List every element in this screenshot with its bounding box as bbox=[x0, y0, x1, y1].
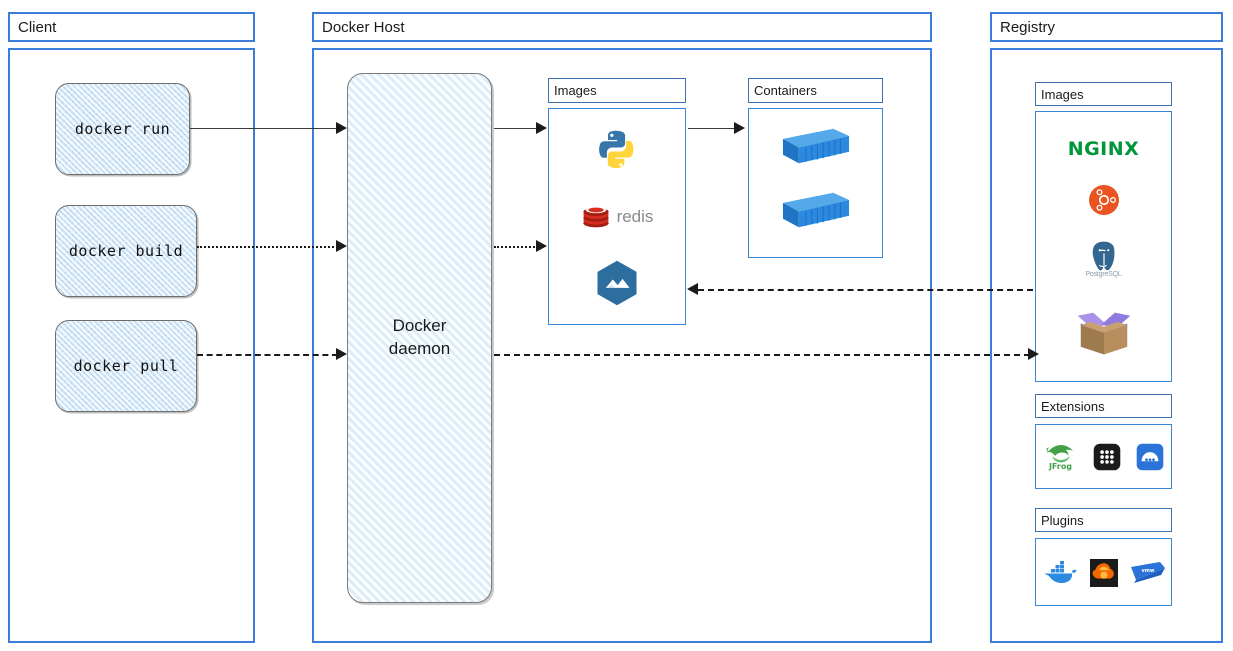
panel-header-client: Client bbox=[8, 12, 255, 42]
sub-body-registry-extensions: JFrog bbox=[1035, 424, 1172, 489]
docker-daemon-label-line1: Docker bbox=[392, 316, 447, 336]
ubuntu-icon bbox=[1036, 182, 1171, 218]
sub-header-host-images: Images bbox=[548, 78, 686, 103]
arrowhead-registry-to-images bbox=[687, 283, 698, 295]
command-label-docker-pull: docker pull bbox=[73, 357, 179, 375]
edge-pull-to-daemon bbox=[197, 354, 338, 356]
nginx-wordmark: NGINX bbox=[1067, 138, 1140, 160]
jfrog-icon: JFrog bbox=[1041, 439, 1081, 475]
sub-header-registry-plugins: Plugins bbox=[1035, 508, 1172, 532]
postgresql-wordmark: PostgreSQL bbox=[1085, 270, 1122, 278]
edge-daemon-to-images bbox=[494, 128, 538, 129]
sub-body-registry-images: NGINX PostgreSQL bbox=[1035, 111, 1172, 382]
sub-title-host-images: Images bbox=[554, 83, 597, 98]
grid-dots-icon bbox=[1090, 440, 1124, 474]
nginx-icon: NGINX bbox=[1036, 134, 1171, 164]
blue-app-icon bbox=[1133, 440, 1167, 474]
edge-run-to-daemon bbox=[190, 128, 338, 129]
sub-body-host-containers bbox=[748, 108, 883, 258]
alpine-hex-icon bbox=[549, 257, 685, 309]
panel-title-docker-host: Docker Host bbox=[322, 18, 405, 36]
sub-header-registry-extensions: Extensions bbox=[1035, 394, 1172, 418]
arrowhead-daemon-to-images bbox=[536, 122, 547, 134]
arrowhead-daemon-to-registry bbox=[1028, 348, 1039, 360]
arrowhead-pull-to-daemon bbox=[336, 348, 347, 360]
jfrog-wordmark: JFrog bbox=[1048, 462, 1073, 471]
python-icon bbox=[549, 123, 685, 177]
command-box-docker-run[interactable]: docker run bbox=[55, 83, 190, 175]
sub-body-host-images: redis bbox=[548, 108, 686, 325]
sub-title-registry-extensions: Extensions bbox=[1041, 398, 1105, 414]
command-label-docker-run: docker run bbox=[74, 120, 171, 138]
edge-daemon-to-images-dotted bbox=[494, 246, 538, 248]
docker-daemon-label-line2: daemon bbox=[388, 339, 451, 358]
command-label-docker-build: docker build bbox=[68, 242, 184, 260]
edge-registry-to-images bbox=[698, 289, 1033, 291]
shipping-container-icon bbox=[749, 185, 882, 235]
redis-icon: redis bbox=[549, 197, 685, 237]
panel-header-docker-host: Docker Host bbox=[312, 12, 932, 42]
panel-title-client: Client bbox=[18, 18, 57, 36]
vmware-icon: vmw bbox=[1128, 557, 1168, 589]
sub-body-registry-plugins: vmw bbox=[1035, 538, 1172, 606]
grafana-icon bbox=[1087, 556, 1121, 590]
redis-wordmark: redis bbox=[616, 207, 654, 226]
arrowhead-images-to-containers bbox=[734, 122, 745, 134]
postgresql-icon: PostgreSQL bbox=[1036, 234, 1171, 282]
sub-header-registry-images: Images bbox=[1035, 82, 1172, 106]
arrowhead-build-to-daemon bbox=[336, 240, 347, 252]
command-box-docker-build[interactable]: docker build bbox=[55, 205, 197, 297]
sub-title-registry-plugins: Plugins bbox=[1041, 512, 1084, 528]
docker-whale-icon bbox=[1040, 557, 1080, 589]
edge-images-to-containers bbox=[688, 128, 736, 129]
shipping-container-icon bbox=[749, 121, 882, 171]
edge-daemon-to-registry bbox=[494, 354, 1030, 356]
sub-header-host-containers: Containers bbox=[748, 78, 883, 103]
command-box-docker-pull[interactable]: docker pull bbox=[55, 320, 197, 412]
package-box-icon bbox=[1036, 302, 1171, 362]
arrowhead-run-to-daemon bbox=[336, 122, 347, 134]
panel-title-registry: Registry bbox=[1000, 18, 1056, 36]
arrowhead-daemon-to-images-dotted bbox=[536, 240, 547, 252]
edge-build-to-daemon bbox=[197, 246, 338, 248]
sub-title-registry-images: Images bbox=[1041, 86, 1084, 102]
sub-title-host-containers: Containers bbox=[754, 83, 817, 98]
docker-daemon-box[interactable]: Docker daemon bbox=[347, 73, 492, 603]
svg-text:vmw: vmw bbox=[1141, 568, 1154, 574]
panel-header-registry: Registry bbox=[990, 12, 1223, 42]
